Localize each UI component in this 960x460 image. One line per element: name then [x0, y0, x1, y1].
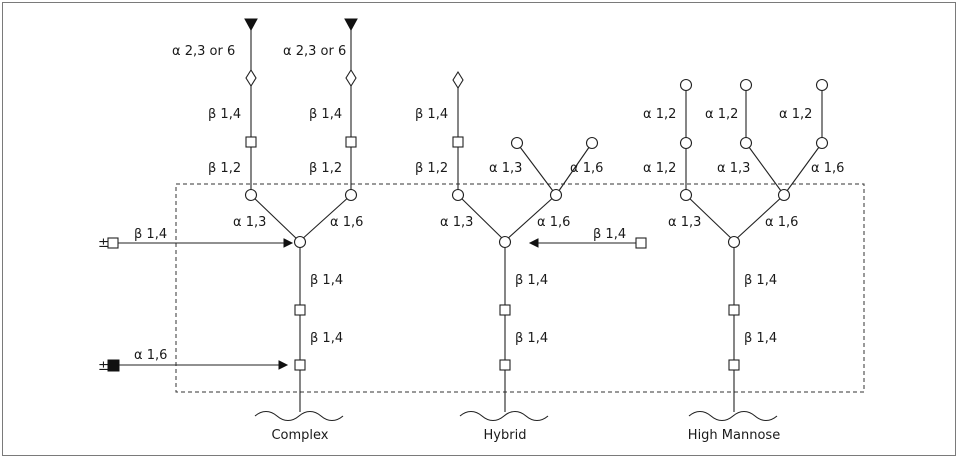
linkage-label: α 1,3	[440, 215, 473, 230]
high-mannose-structure: α 1,2 α 1,2 α 1,2 α 1,2 α 1,3 α 1,6 α 1,…	[643, 78, 844, 443]
hybrid-left-branch-bond	[457, 194, 506, 242]
linkage-label: β 1,4	[134, 227, 167, 242]
linkage-label: β 1,4	[744, 331, 777, 346]
glcnac-icon	[499, 359, 511, 371]
mannose-icon	[739, 78, 753, 92]
complex-structure: ± ± α 2,3 or 6 α 2,3 or 6 β 1,4 β 1,4 β …	[98, 18, 363, 443]
glcnac-icon	[452, 136, 464, 148]
linkage-label: α 1,6	[570, 161, 603, 176]
linkage-label: α 1,3	[668, 215, 701, 230]
sialic-acid-icon	[244, 18, 258, 32]
linkage-label: β 1,4	[208, 107, 241, 122]
linkage-label: α 1,3	[717, 161, 750, 176]
glcnac-icon	[294, 359, 306, 371]
glcnac-icon	[728, 304, 740, 316]
linkage-label: β 1,4	[310, 273, 343, 288]
linkage-label: β 1,4	[309, 107, 342, 122]
sialic-acid-icon	[344, 18, 358, 32]
mannose-icon	[815, 78, 829, 92]
glcnac-icon	[728, 359, 740, 371]
glcnac-icon	[499, 304, 511, 316]
mannose-icon	[739, 136, 753, 150]
linkage-label: α 1,2	[643, 107, 676, 122]
structure-name: Hybrid	[484, 428, 527, 443]
mannose-icon	[679, 188, 693, 202]
arrowhead-icon	[283, 238, 294, 248]
fucose-icon	[107, 359, 120, 372]
hybrid-a16-branch-bond	[555, 142, 593, 196]
mannose-icon	[585, 136, 599, 150]
galactose-icon	[452, 70, 464, 90]
galactose-icon	[345, 68, 357, 88]
hybrid-right-branch-bond	[504, 194, 557, 242]
linkage-label: β 1,4	[310, 331, 343, 346]
linkage-label: α 2,3 or 6	[283, 44, 346, 59]
arrowhead-icon	[278, 360, 289, 370]
complex-left-branch-bond	[250, 194, 300, 242]
galactose-icon	[245, 68, 257, 88]
hm-right-branch-bond	[733, 194, 785, 242]
linkage-label: α 1,2	[779, 107, 812, 122]
linkage-label: β 1,2	[309, 161, 342, 176]
linkage-label: α 1,2	[705, 107, 738, 122]
linkage-label: β 1,4	[744, 273, 777, 288]
linkage-label: α 2,3 or 6	[172, 44, 235, 59]
linkage-label: β 1,4	[593, 227, 626, 242]
linkage-label: β 1,2	[208, 161, 241, 176]
linkage-label: α 1,6	[765, 215, 798, 230]
mannose-icon	[498, 235, 512, 249]
fucose-prefix: ±	[98, 359, 109, 374]
hybrid-structure: β 1,4 β 1,2 α 1,3 α 1,6 α 1,3 α 1,6 β 1,…	[415, 70, 647, 443]
glcnac-icon	[294, 304, 306, 316]
linkage-label: α 1,3	[233, 215, 266, 230]
mannose-icon	[244, 188, 258, 202]
linkage-label: α 1,6	[134, 348, 167, 363]
structure-name: Complex	[271, 428, 328, 443]
mannose-icon	[777, 188, 791, 202]
mannose-icon	[727, 235, 741, 249]
glcnac-icon	[245, 136, 257, 148]
mannose-icon	[451, 188, 465, 202]
linkage-label: α 1,6	[811, 161, 844, 176]
hm-a16-branch-bond	[783, 142, 823, 196]
glcnac-icon	[635, 237, 647, 249]
linkage-label: β 1,2	[415, 161, 448, 176]
hm-a13-branch-bond	[745, 142, 785, 196]
glcnac-icon	[107, 237, 119, 249]
linkage-label: β 1,4	[515, 331, 548, 346]
linkage-label: α 1,6	[330, 215, 363, 230]
protein-backbone-wave	[459, 410, 549, 422]
mannose-icon	[344, 188, 358, 202]
glcnac-icon	[345, 136, 357, 148]
protein-backbone-wave	[254, 410, 344, 422]
mannose-icon	[293, 235, 307, 249]
structure-name: High Mannose	[688, 428, 780, 443]
bisect-prefix: ±	[98, 236, 109, 251]
hm-left-branch-bond	[685, 194, 735, 242]
linkage-label: α 1,6	[537, 215, 570, 230]
mannose-icon	[549, 188, 563, 202]
protein-backbone-wave	[688, 410, 778, 422]
mannose-icon	[815, 136, 829, 150]
mannose-icon	[510, 136, 524, 150]
mannose-icon	[679, 78, 693, 92]
linkage-label: α 1,2	[643, 161, 676, 176]
linkage-label: β 1,4	[415, 107, 448, 122]
hybrid-a13-branch-bond	[516, 142, 557, 196]
linkage-label: α 1,3	[489, 161, 522, 176]
mannose-icon	[679, 136, 693, 150]
core-region-box	[175, 183, 865, 393]
complex-right-branch-bond	[299, 194, 352, 242]
linkage-label: β 1,4	[515, 273, 548, 288]
arrowhead-icon	[528, 238, 539, 248]
